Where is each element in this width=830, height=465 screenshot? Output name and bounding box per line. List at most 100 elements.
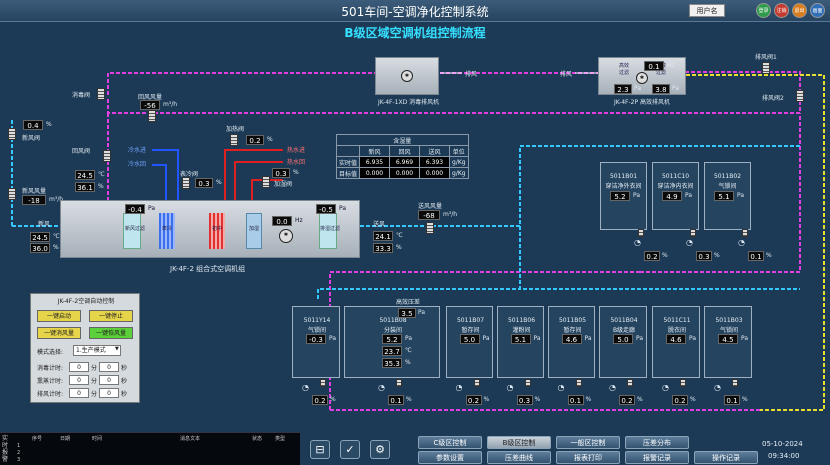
room-valve-pct: 0.2: [644, 251, 660, 261]
nav-button[interactable]: 压差曲线: [487, 451, 551, 464]
room-return-valve[interactable]: [320, 379, 326, 387]
heating-coil: [209, 213, 225, 249]
timer-min-input[interactable]: 0: [69, 362, 89, 372]
one-key-start-button[interactable]: 一键启动: [37, 310, 81, 322]
one-key-restore-button[interactable]: 一键恢风量: [89, 327, 133, 339]
room-return-valve[interactable]: [690, 229, 696, 237]
humid-valve[interactable]: [262, 176, 270, 188]
fresh-air-damper[interactable]: [8, 188, 16, 200]
pressure-unit: Pa: [741, 335, 749, 342]
room-pressure: 5.1: [510, 334, 531, 344]
chilled-water-in: [152, 149, 179, 200]
yellow-duct: [686, 74, 825, 411]
room-return-valve[interactable]: [396, 379, 402, 387]
return-air-valve[interactable]: [148, 110, 156, 122]
min-unit: 分: [91, 378, 98, 385]
room-return-valve[interactable]: [473, 379, 480, 387]
supply-label: 送风: [373, 221, 386, 228]
settings-icon[interactable]: ⚙: [370, 440, 390, 459]
room-return-valve[interactable]: [627, 379, 633, 387]
air-handling-unit[interactable]: ✱: [60, 200, 360, 258]
room-valve-pct: 0.3: [516, 395, 533, 405]
room-id: 5011B01: [609, 173, 638, 180]
room-return-valve[interactable]: [524, 379, 531, 387]
room-name: 气锁间: [719, 327, 738, 334]
chevron-down-icon[interactable]: ▼: [115, 346, 119, 352]
nav-button[interactable]: C级区控制: [418, 436, 482, 449]
table-title: 含湿量: [336, 134, 469, 146]
disinfect-valve[interactable]: [97, 88, 105, 100]
exhaust2-p2: 3.8: [652, 84, 670, 94]
logout-button[interactable]: 注销: [774, 3, 789, 18]
nav-button[interactable]: B级区控制: [487, 436, 551, 449]
room-pressure: 5.1: [714, 191, 734, 201]
steam-pipe: [251, 179, 283, 200]
fresh-humidity: 36.0: [30, 243, 50, 253]
timer-sec-input[interactable]: 0: [99, 375, 119, 385]
exhaust-valve2[interactable]: [796, 90, 804, 102]
nav-button[interactable]: 压差分布: [625, 436, 689, 449]
disinfection-exhaust-fan[interactable]: ✱: [375, 57, 439, 95]
gauge-icon: ◔: [686, 238, 693, 247]
timer-min-input[interactable]: 0: [69, 388, 89, 398]
timer-sec-input[interactable]: 0: [99, 388, 119, 398]
room-pressure: 4.6: [561, 334, 582, 344]
timer-label: 熏蒸计时:: [37, 378, 64, 385]
hot-in-label: 热水进: [287, 147, 306, 154]
confirm-icon[interactable]: ✓: [340, 440, 360, 459]
exit-button[interactable]: 退出: [792, 3, 807, 18]
nav-button[interactable]: 参数设置: [418, 451, 482, 464]
room-return-valve[interactable]: [575, 379, 582, 387]
cooling-valve[interactable]: [182, 177, 190, 189]
supply-valve[interactable]: [426, 222, 434, 234]
pct-unit: %: [714, 252, 720, 259]
fresh-in-label: 新风: [38, 221, 51, 228]
screen-button[interactable]: 画面: [810, 3, 825, 18]
sec-unit: 秒: [121, 365, 128, 372]
cooling-valve-val: 0.3: [195, 178, 213, 188]
return-valve[interactable]: [103, 150, 111, 162]
room-valve-pct: 0.2: [312, 395, 328, 405]
pressure-unit: Pa: [685, 192, 693, 199]
humid-valve-val: 0.3: [272, 168, 290, 178]
fresh-valve[interactable]: [8, 128, 16, 140]
login-button[interactable]: 登录: [756, 3, 771, 18]
room-return-valve[interactable]: [742, 229, 748, 237]
mode-select[interactable]: 1.生产模式: [73, 345, 121, 356]
one-key-disinfect-button[interactable]: 一键消风量: [37, 327, 81, 339]
one-key-stop-button[interactable]: 一键停止: [89, 310, 133, 322]
duct-diagram: [11, 71, 825, 411]
timer-sec-input[interactable]: 0: [99, 362, 119, 372]
nav-button[interactable]: 操作记录: [694, 451, 758, 464]
alarm-column-header: 消息文本: [180, 436, 201, 442]
room-pressure: 4.5: [718, 334, 738, 344]
nav-button[interactable]: 报警记录: [625, 451, 689, 464]
menu-icon[interactable]: ⊟: [310, 440, 330, 459]
exhaust-valve1[interactable]: [762, 62, 770, 74]
nav-button[interactable]: 报表打印: [556, 451, 620, 464]
room-id: 5011C10: [661, 173, 690, 180]
timer-min-input[interactable]: 0: [69, 375, 89, 385]
heating-valve[interactable]: [230, 134, 238, 146]
username-field[interactable]: 用户名: [689, 4, 725, 17]
room-return-valve[interactable]: [680, 379, 686, 387]
nav-button[interactable]: 一般区控制: [556, 436, 620, 449]
hepa-exhaust-fan[interactable]: 高效 过滤 高效 过滤 ✱: [598, 57, 686, 95]
room-return-valve[interactable]: [638, 229, 644, 237]
room-humidity: 35.3: [382, 358, 402, 368]
fresh-temp: 24.5: [30, 232, 50, 242]
room-return-valve[interactable]: [732, 379, 738, 387]
section-preheat: 初中: [212, 226, 223, 232]
